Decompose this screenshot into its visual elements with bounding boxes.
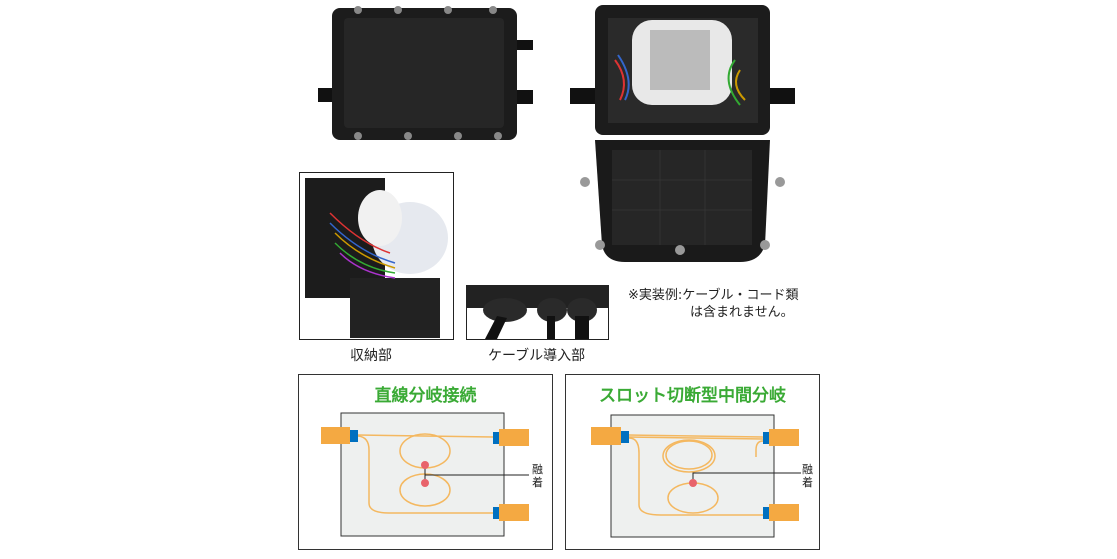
- storage-label: 収納部: [350, 348, 392, 364]
- cable-entry-photo: [466, 285, 609, 340]
- closed-enclosure-photo: [318, 0, 533, 145]
- diagram-title: スロット切断型中間分岐: [599, 386, 786, 406]
- slot-cut-midspan-branch-diagram: スロット切断型中間分岐 融着: [565, 374, 820, 550]
- straight-branch-diagram: 直線分岐接続 融着: [298, 374, 553, 550]
- fusion-label: 融着: [532, 463, 543, 489]
- note-line-2: は含まれません。: [690, 305, 794, 320]
- diagram-title: 直線分岐接続: [374, 386, 477, 406]
- cable-entry-label: ケーブル導入部: [488, 348, 586, 364]
- open-enclosure-photo: [570, 0, 795, 265]
- note-text: ※実装例:ケーブル・コード類 は含まれません。: [628, 287, 799, 321]
- storage-photo: [299, 172, 454, 340]
- note-line-1: ※実装例:ケーブル・コード類: [628, 288, 799, 303]
- fusion-label: 融着: [802, 463, 813, 489]
